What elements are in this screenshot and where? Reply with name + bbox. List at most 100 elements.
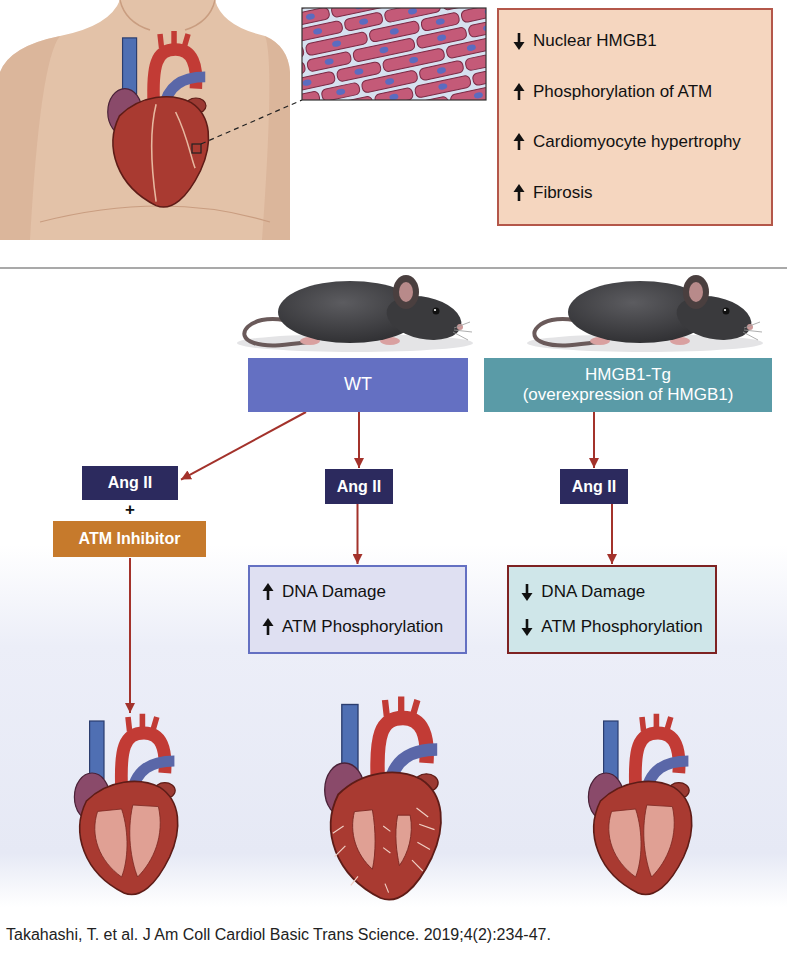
eye-glint: [724, 309, 726, 311]
torso-shade: [0, 36, 60, 240]
ventricles: [331, 772, 441, 899]
eye: [723, 308, 730, 315]
box-text: Ang II: [572, 477, 616, 496]
box-text: (overexpression of HMGB1): [523, 385, 734, 405]
treatment-box: Ang II: [82, 466, 178, 500]
change-arrow: [521, 618, 533, 636]
box-text: WT: [344, 374, 372, 396]
nucleus: [324, 58, 334, 66]
chamber: [130, 805, 160, 877]
box-text: ATM Phosphorylation: [521, 617, 702, 637]
torso: [0, 0, 290, 240]
arrow-head: [522, 628, 533, 636]
whiskers: [453, 322, 472, 340]
box-text: Nuclear HMGB1: [513, 31, 657, 51]
result-box: DNA DamageATM Phosphorylation: [507, 565, 716, 654]
chamber: [644, 805, 674, 877]
chamber: [353, 810, 375, 869]
nucleus: [437, 34, 447, 42]
cardiomyocyte: [321, 82, 361, 100]
plus-label: +: [125, 500, 135, 520]
cardiomyocytes: [302, 8, 486, 100]
treatment-box: Ang II: [560, 469, 628, 504]
group-box: HMGB1-Tg(overexpression of HMGB1): [484, 358, 772, 412]
box-text: ATM Inhibitor: [79, 529, 181, 548]
inhibitor-box: ATM Inhibitor: [53, 521, 206, 557]
cell-rows: [302, 8, 486, 100]
arrow-head: [514, 133, 525, 141]
cardiomyocyte: [446, 37, 486, 59]
cardiomyocyte: [465, 47, 486, 72]
cardiomyocyte: [461, 8, 486, 23]
cardiomyocyte: [450, 84, 486, 100]
chamber: [609, 809, 641, 877]
ear: [683, 275, 709, 309]
arrow-line: [129, 558, 131, 713]
eye: [433, 308, 440, 315]
cardiomyocyte: [410, 96, 450, 100]
chamber: [95, 809, 127, 877]
fibrosis-strands: [333, 808, 435, 893]
nucleus: [359, 18, 369, 26]
heart: [108, 31, 209, 207]
coronary-vessels: [152, 104, 196, 202]
cardiomyocyte: [322, 96, 373, 100]
nucleus: [436, 67, 446, 75]
chest-line: [40, 206, 270, 222]
neck-line: [120, 0, 215, 30]
nucleus: [302, 79, 312, 87]
arrow-head: [514, 83, 525, 91]
nucleus: [354, 68, 364, 76]
mouse: [527, 275, 763, 352]
mouse: [237, 275, 473, 352]
box-text: Ang II: [337, 477, 381, 496]
nucleus: [336, 88, 346, 96]
nucleus: [409, 56, 419, 64]
box-text: ATM Phosphorylation: [262, 617, 443, 637]
vena-cava: [90, 721, 104, 779]
cardiomyocyte: [468, 18, 486, 38]
nucleus: [385, 78, 395, 86]
change-arrow: [521, 583, 533, 601]
nucleus: [305, 13, 315, 21]
arrow-head: [514, 184, 525, 192]
zoom-leader: [201, 100, 302, 144]
nucleus: [313, 28, 323, 36]
nucleus: [389, 28, 399, 36]
connector-arrow: [611, 504, 613, 564]
change-arrow: [513, 184, 525, 202]
arrow-head: [522, 593, 533, 601]
cardiomyocyte: [374, 87, 414, 100]
ear-inner: [399, 282, 413, 302]
arrow-head: [263, 618, 274, 626]
findings-box: Nuclear HMGB1Phosphorylation of ATMCardi…: [497, 8, 773, 226]
group-box: WT: [248, 358, 468, 412]
nucleus: [407, 8, 417, 15]
box-text: HMGB1-Tg: [585, 365, 671, 385]
nucleus: [473, 91, 483, 99]
vena-cava: [342, 705, 358, 770]
connector-arrow: [181, 412, 306, 480]
citation-caption: Takahashi, T. et al. J Am Coll Cardiol B…: [6, 925, 551, 945]
connector-arrow: [593, 412, 595, 468]
nucleus: [332, 40, 342, 48]
box-text: DNA Damage: [262, 582, 386, 602]
ventricles: [80, 781, 178, 894]
nucleus: [466, 44, 476, 52]
box-text: DNA Damage: [521, 582, 645, 602]
change-arrow: [262, 583, 274, 601]
ear: [393, 275, 419, 309]
box-text: Cardiomyocyte hypertrophy: [513, 132, 741, 152]
change-arrow: [513, 83, 525, 101]
chamber: [396, 815, 411, 865]
treatment-box: Ang II: [325, 469, 393, 504]
nucleus: [389, 93, 399, 100]
vena-cava: [604, 721, 618, 779]
connector-arrow: [357, 504, 359, 564]
nucleus: [379, 46, 389, 54]
box-text: Ang II: [108, 473, 152, 492]
whiskers: [743, 322, 762, 340]
result-box: DNA DamageATM Phosphorylation: [248, 565, 467, 654]
nucleus: [435, 18, 445, 26]
